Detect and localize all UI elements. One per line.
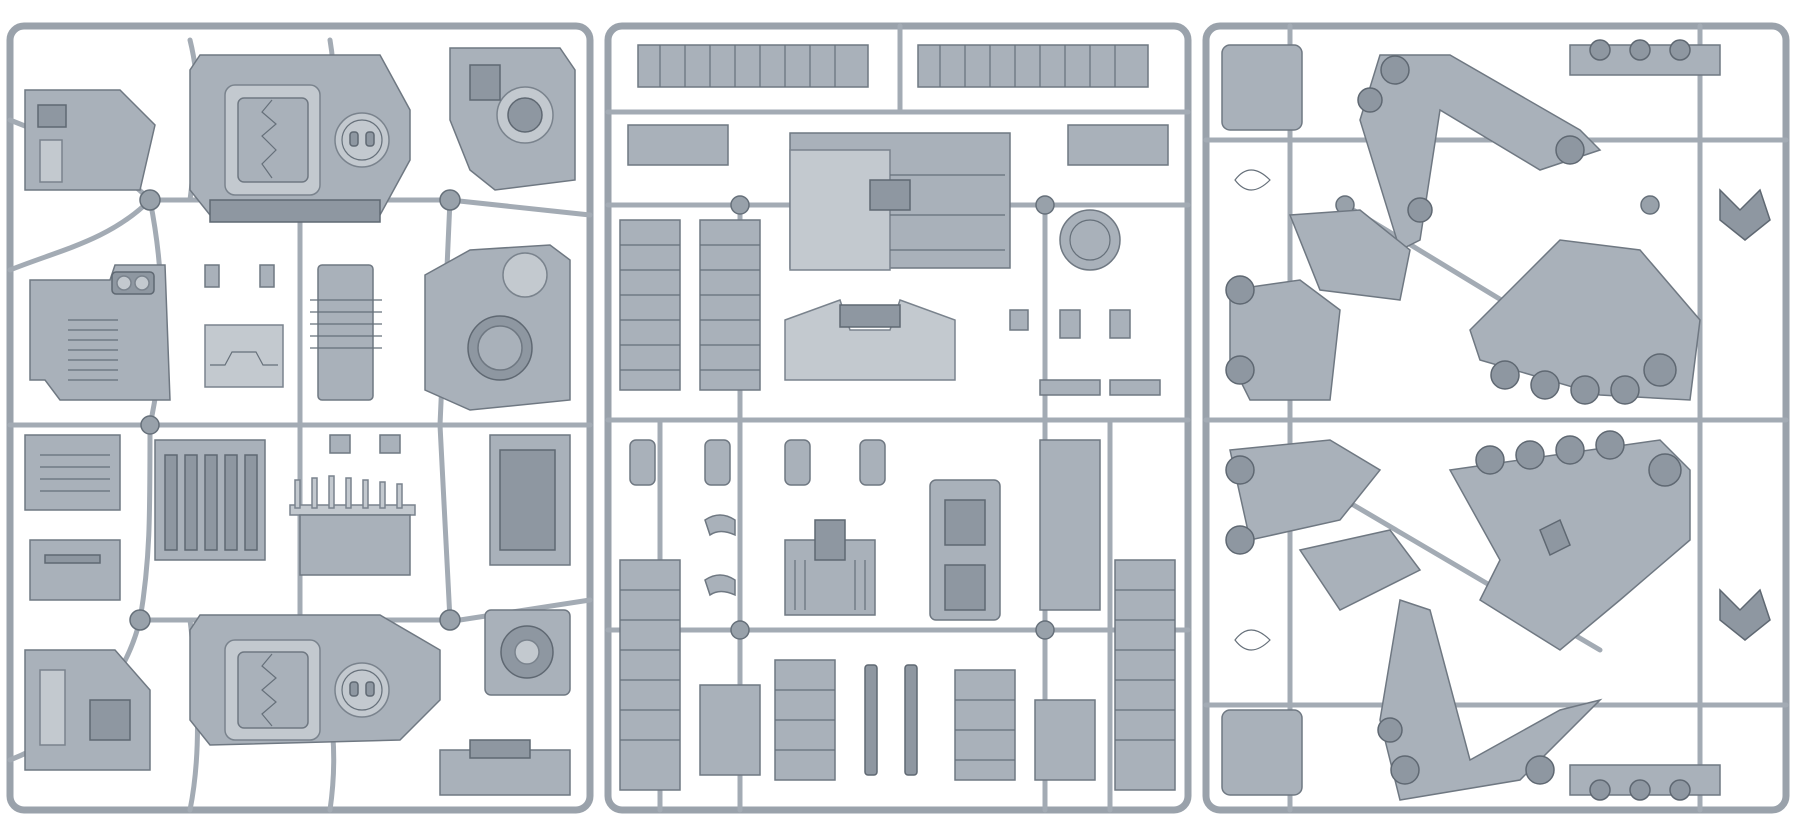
sprue-frame-middle bbox=[604, 22, 1192, 814]
sprue-parts-left bbox=[24, 47, 576, 796]
sprue-parts-right bbox=[1221, 39, 1771, 801]
sprue-parts-middle bbox=[619, 44, 1176, 791]
